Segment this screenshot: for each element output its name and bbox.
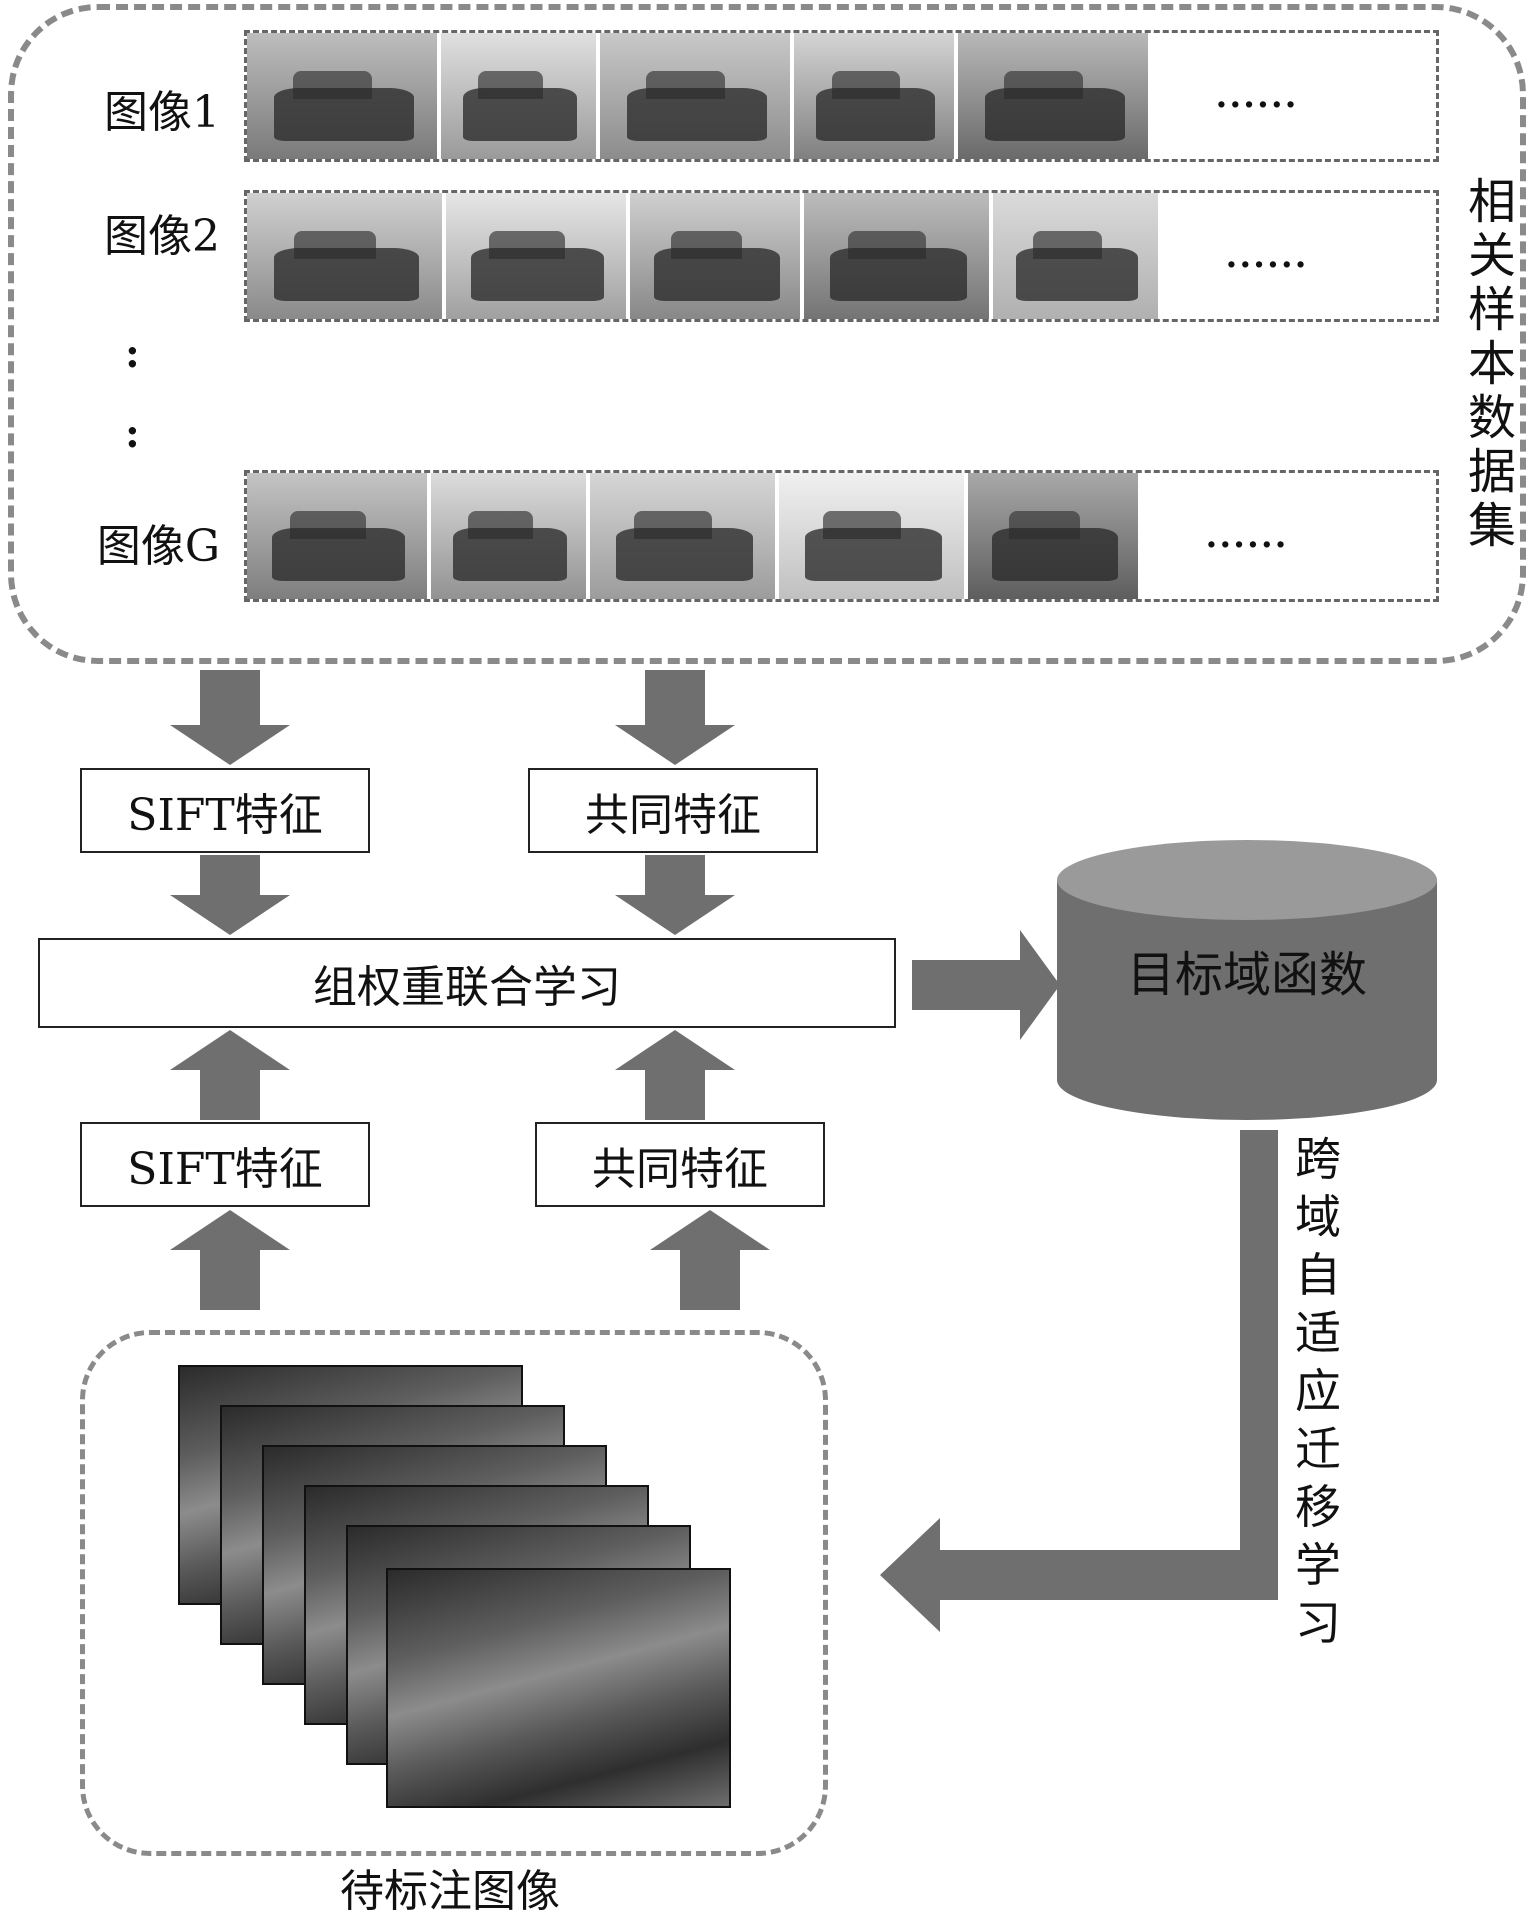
arrow-down <box>615 855 735 935</box>
arrow-up <box>170 1210 290 1310</box>
arrow-up <box>650 1210 770 1310</box>
arrow-down <box>170 670 290 765</box>
thumb-strip-1: ...... <box>244 30 1439 162</box>
arrow-up <box>170 1030 290 1120</box>
arrow-elbow <box>880 1130 1278 1632</box>
thumbnail <box>600 33 790 159</box>
thumbnail <box>247 33 437 159</box>
transfer-learning-label: 跨 域 自 适 应 迁 移 学 习 <box>1295 1132 1341 1650</box>
thumbnail <box>804 193 989 319</box>
cylinder-top <box>1057 840 1437 920</box>
sift-feature-box-top: SIFT特征 <box>80 768 370 853</box>
arrow-right <box>912 930 1060 1040</box>
arrow-down <box>170 855 290 935</box>
common-feature-box-bottom: 共同特征 <box>535 1122 825 1207</box>
unlabeled-frame <box>80 1330 828 1856</box>
more-ellipsis: ...... <box>1205 516 1289 556</box>
sift-feature-box-bottom: SIFT特征 <box>80 1122 370 1207</box>
thumbnail <box>446 193 626 319</box>
thumb-strip-g: ...... <box>244 470 1439 602</box>
thumbnail <box>958 33 1148 159</box>
joint-learning-box: 组权重联合学习 <box>38 938 896 1028</box>
thumbnail <box>247 193 442 319</box>
row-label-1: 图像1 <box>104 87 220 138</box>
thumb-strip-2: ...... <box>244 190 1439 322</box>
thumbnail <box>968 473 1138 599</box>
thumbnail <box>590 473 775 599</box>
cylinder-bottom <box>1057 1040 1437 1120</box>
thumbnail <box>794 33 954 159</box>
more-ellipsis: ...... <box>1215 76 1299 116</box>
dataset-title: 相 关 样 本 数 据 集 <box>1467 174 1516 554</box>
common-feature-box-top: 共同特征 <box>528 768 818 853</box>
thumbnail <box>993 193 1158 319</box>
unlabeled-caption: 待标注图像 <box>340 1866 560 1917</box>
thumbnail <box>630 193 800 319</box>
vertical-dots: : <box>125 330 140 377</box>
thumbnail <box>441 33 596 159</box>
arrow-up <box>615 1030 735 1120</box>
thumbnail <box>779 473 964 599</box>
row-label-2: 图像2 <box>104 211 220 262</box>
row-label-g: 图像G <box>96 521 220 572</box>
infrared-frame <box>386 1568 731 1808</box>
vertical-dots: : <box>125 410 140 457</box>
target-function-label: 目标域函数 <box>1126 947 1367 1003</box>
more-ellipsis: ...... <box>1225 236 1309 276</box>
dataset-frame <box>8 4 1526 664</box>
arrow-down <box>615 670 735 765</box>
thumbnail <box>247 473 427 599</box>
thumbnail <box>431 473 586 599</box>
